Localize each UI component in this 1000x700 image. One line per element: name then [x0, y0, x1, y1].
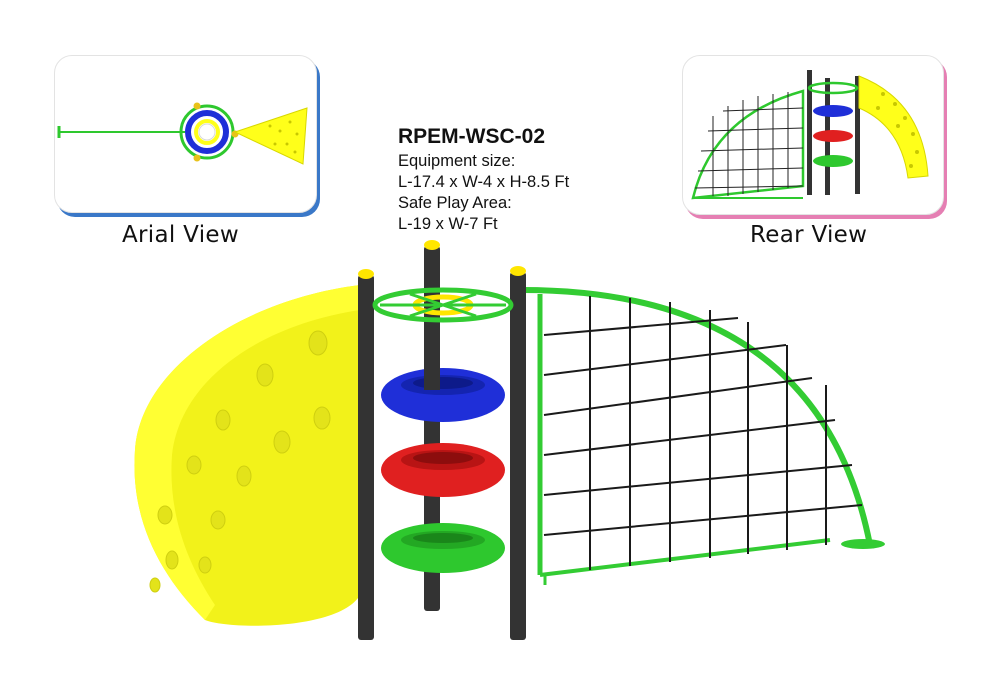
top-ring-frame [372, 287, 514, 323]
blue-climbing-ring [381, 368, 505, 422]
yellow-climbing-panel [134, 285, 360, 626]
product-code: RPEM-WSC-02 [398, 125, 546, 148]
climbing-net-frame [521, 287, 885, 585]
rear-view-label: Rear View [750, 222, 868, 248]
rear-view-card [682, 55, 944, 215]
safe-area-value: L-19 x W-7 Ft [398, 215, 498, 233]
red-climbing-ring [381, 443, 505, 497]
safe-area-label: Safe Play Area: [398, 194, 512, 212]
aerial-view-card [54, 55, 317, 213]
equipment-size-label: Equipment size: [398, 152, 516, 170]
rear-view-diagram [691, 70, 929, 200]
product-spec-block: RPEM-WSC-02 Equipment size: L-17.4 x W-4… [398, 125, 569, 235]
aerial-view-label: Arial View [122, 222, 239, 248]
green-climbing-ring [381, 523, 505, 573]
equipment-size-value: L-17.4 x W-4 x H-8.5 Ft [398, 173, 570, 191]
aerial-view-diagram [57, 102, 308, 165]
